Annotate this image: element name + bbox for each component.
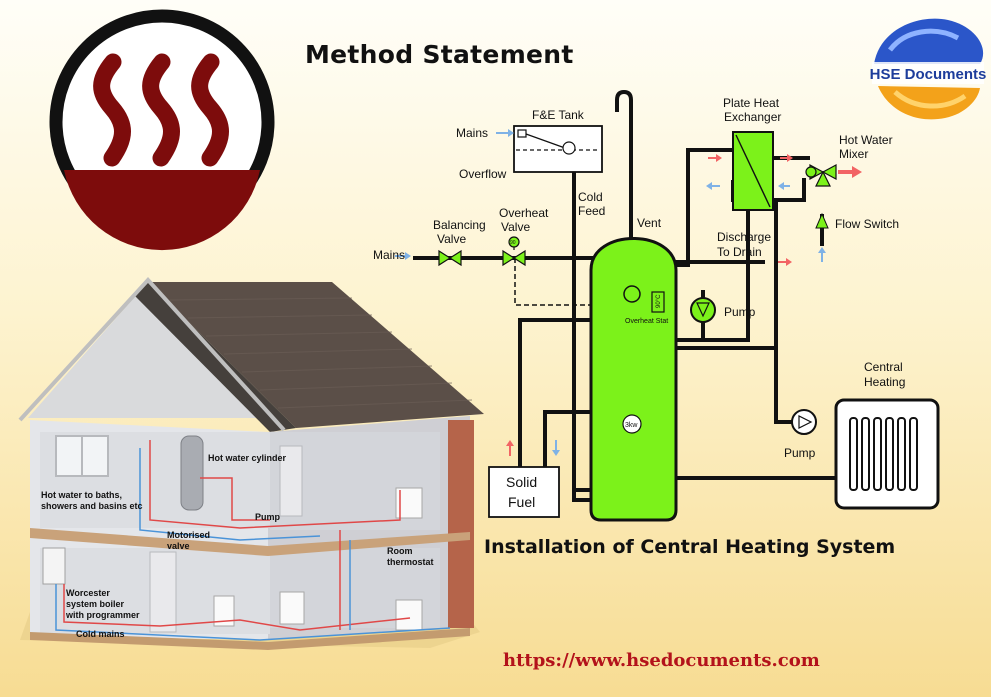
overflow-label: Overflow: [459, 167, 507, 181]
plate-heat-label-2: Exchanger: [724, 110, 781, 124]
flow-switch-label: Flow Switch: [835, 217, 899, 231]
website-url: https://www.hsedocuments.com: [503, 650, 820, 671]
valve-badge-label: 90: [510, 240, 516, 246]
hse-logo: HSE Documents: [870, 19, 987, 120]
balancing-valve: [439, 251, 461, 265]
solid-fuel-label-2: Fuel: [508, 494, 535, 510]
discharge-label-2: To Drain: [717, 245, 762, 259]
plate-heat-label-1: Plate Heat: [723, 96, 780, 110]
diagram-caption: Installation of Central Heating System: [484, 536, 895, 558]
house-cylinder-label: Hot water cylinder: [208, 453, 287, 463]
cold-feed-label-1: Cold: [578, 190, 603, 204]
house-motorised-label-2: valve: [167, 541, 190, 551]
stat-badge-label: 90°C: [656, 294, 662, 308]
fe-tank-label: F&E Tank: [532, 108, 585, 122]
balancing-valve-label-1: Balancing: [433, 218, 486, 232]
pump-lower-label: Pump: [784, 446, 816, 460]
hot-water-mixer-label-2: Mixer: [839, 147, 868, 161]
central-heating-radiator: [836, 400, 938, 508]
plate-heat-exchanger: [733, 132, 773, 210]
overheat-stat-label: Overheat Stat: [625, 318, 668, 325]
house-boiler-label-3: with programmer: [65, 610, 140, 620]
overheat-valve-label-1: Overheat: [499, 206, 549, 220]
overheat-valve-label-2: Valve: [501, 220, 530, 234]
house-boiler-label-1: Worcester: [66, 588, 110, 598]
vent-label: Vent: [637, 216, 662, 230]
fe-tank: [514, 126, 602, 172]
hot-water-cylinder: [591, 239, 676, 521]
hot-water-mixer-valve: [806, 165, 836, 186]
house-cold-mains-label: Cold mains: [76, 629, 125, 639]
house-room-thermostat-label-1: Room: [387, 546, 413, 556]
hot-water-mixer-label-1: Hot Water: [839, 133, 893, 147]
heating-icon: [56, 16, 268, 250]
house-baths-label-2: showers and basins etc: [41, 501, 143, 511]
pump-upper: [691, 298, 715, 322]
house-motorised-label-1: Motorised: [167, 530, 210, 540]
mains-top-label: Mains: [456, 126, 488, 140]
pump-upper-label: Pump: [724, 305, 756, 319]
flow-switch: [816, 214, 828, 228]
central-heating-label-2: Heating: [864, 375, 905, 389]
central-heating-label-1: Central: [864, 360, 903, 374]
house-boiler-label-2: system boiler: [66, 599, 125, 609]
house-pump-label: Pump: [255, 512, 281, 522]
discharge-label-1: Discharge: [717, 230, 771, 244]
house-baths-label-1: Hot water to baths,: [41, 490, 122, 500]
solid-fuel-label-1: Solid: [506, 474, 537, 490]
page-title: Method Statement: [305, 40, 574, 69]
house-room-thermostat-label-2: thermostat: [387, 557, 434, 567]
logo-text: HSE Documents: [870, 66, 987, 83]
balancing-valve-label-2: Valve: [437, 232, 466, 246]
pump-lower: [792, 410, 816, 434]
cold-feed-label-2: Feed: [578, 204, 605, 218]
mains-left-label: Mains: [373, 248, 405, 262]
element-label: 3kw: [625, 422, 638, 429]
